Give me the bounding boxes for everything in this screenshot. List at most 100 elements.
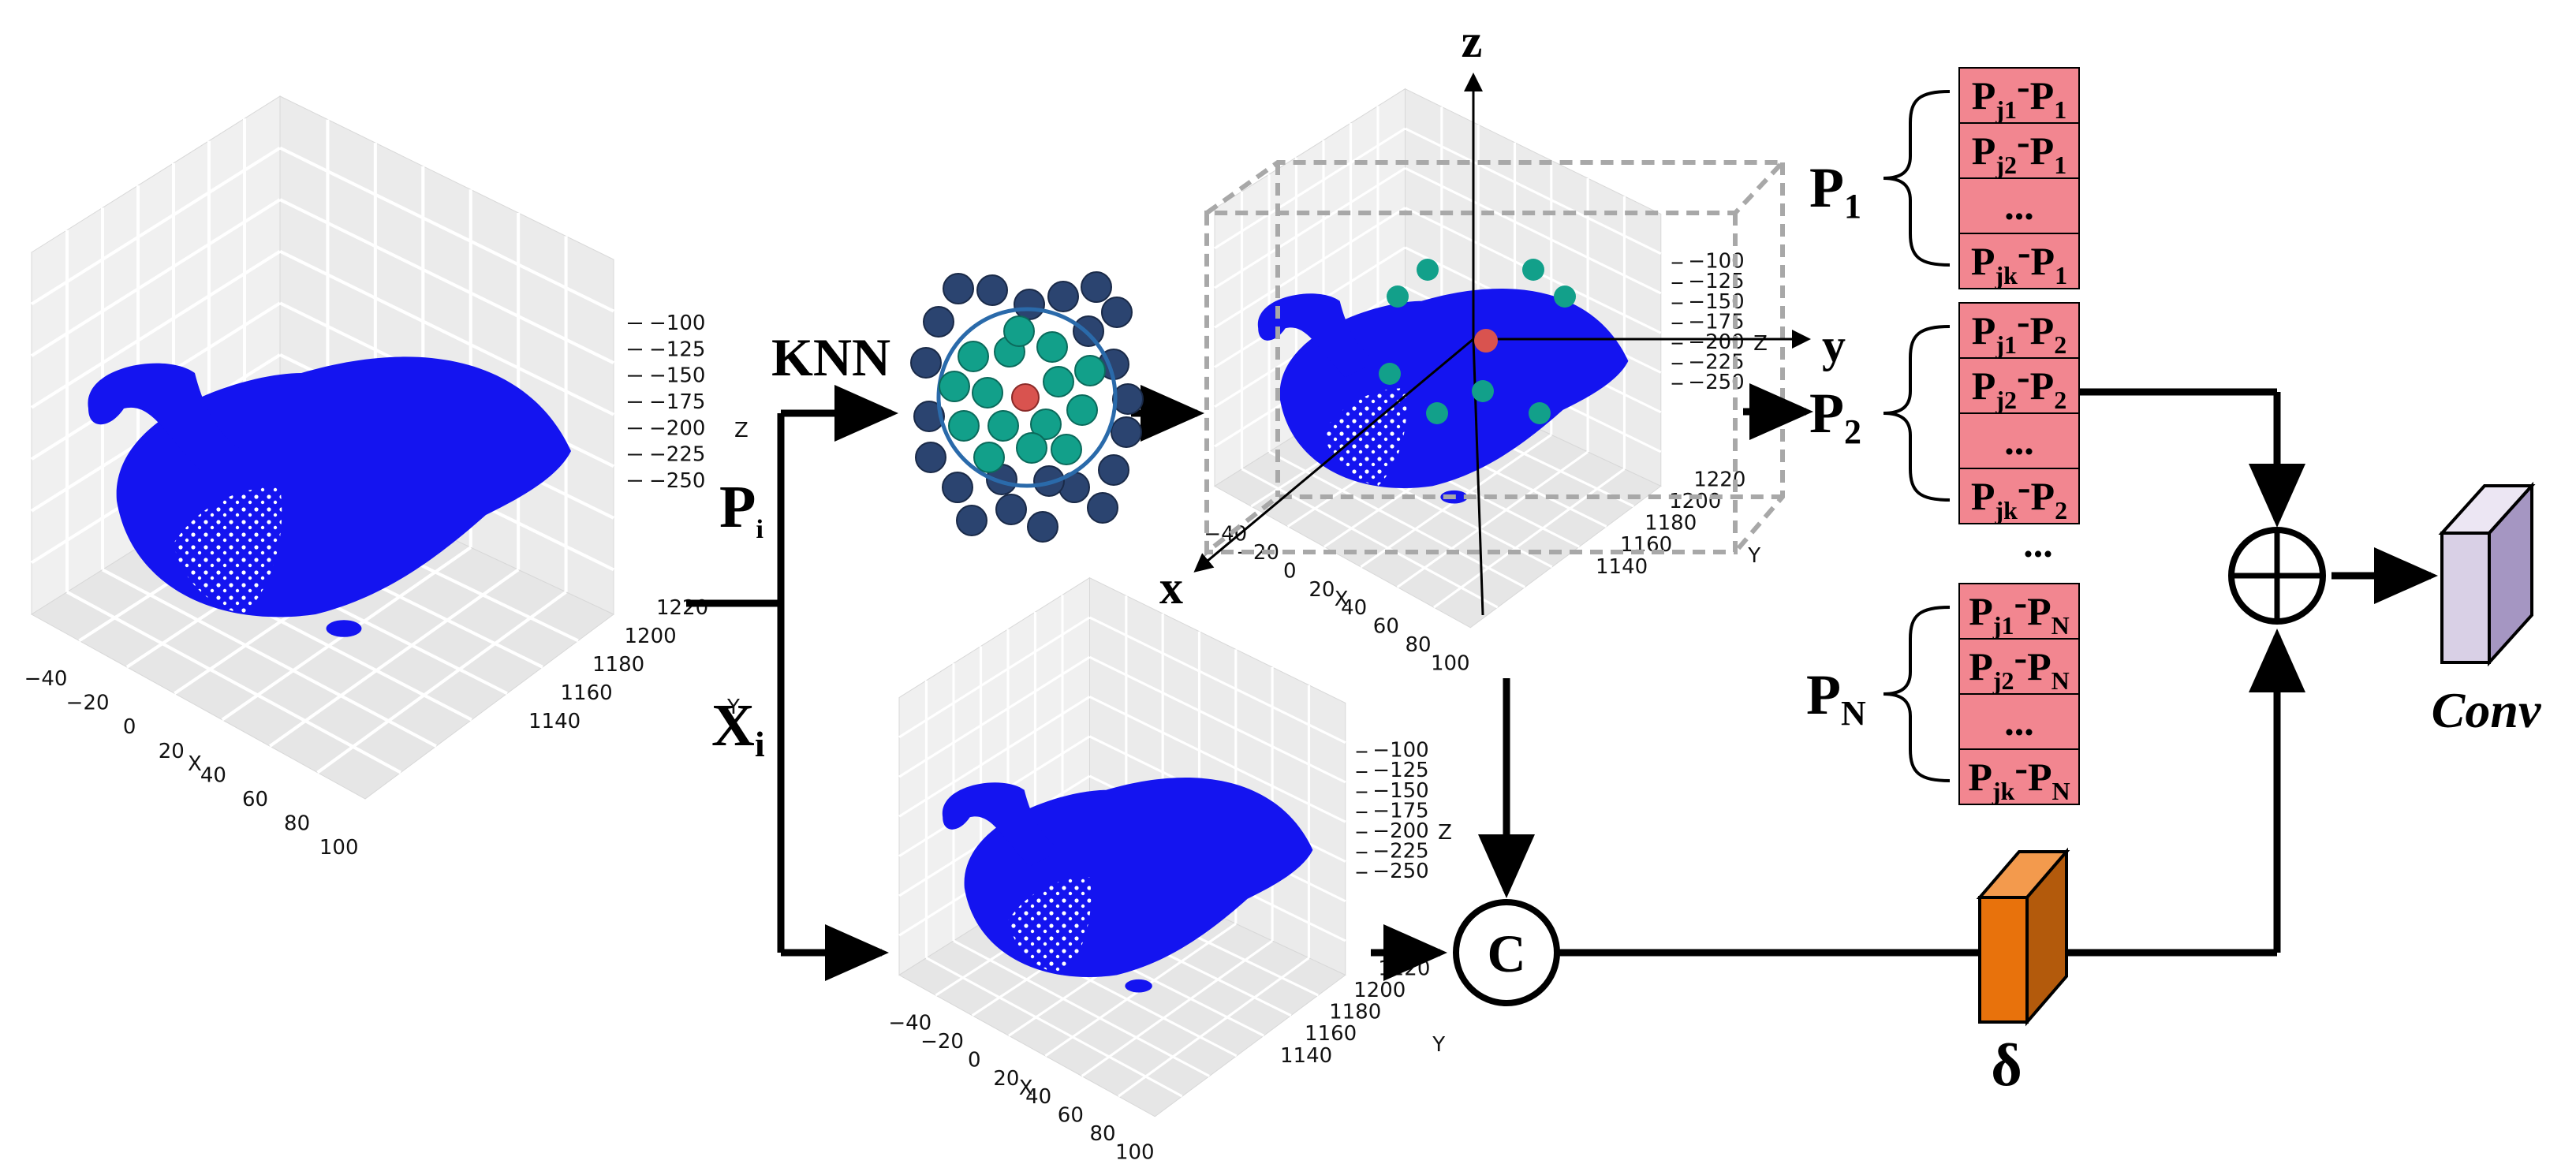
- z-tick-label: −125: [1372, 759, 1428, 782]
- neighbor-point: [1074, 355, 1106, 386]
- x-tick-label: 80: [284, 812, 310, 836]
- x-tick-label: 20: [159, 740, 185, 763]
- difference-cell: [1958, 302, 2080, 359]
- outer-point: [942, 472, 973, 503]
- delta-block: δ: [1976, 847, 2070, 1099]
- difference-cell: [1958, 122, 2080, 179]
- difference-cell: [1958, 693, 2080, 750]
- pi-label: Pi: [719, 474, 763, 544]
- point-cloud-foot: [1125, 979, 1152, 993]
- outer-point: [943, 273, 974, 304]
- difference-text: Pj2-P1: [1972, 119, 2066, 179]
- difference-text: Pjk-P1: [1971, 229, 2067, 289]
- x-tick-label: 60: [1373, 615, 1399, 639]
- neighbor-point: [948, 410, 980, 442]
- z-tick-label: −100: [1372, 739, 1428, 763]
- outer-point: [1027, 511, 1058, 543]
- svg-text:δ: δ: [1991, 1032, 2022, 1099]
- outer-point: [1112, 383, 1144, 415]
- brace: [1883, 90, 1951, 267]
- z-tick-label: −250: [1372, 860, 1428, 883]
- axis-x-label: x: [1159, 561, 1183, 614]
- x-axis-arrow: [1193, 338, 1474, 573]
- x-tick-label: 0: [123, 715, 136, 739]
- difference-cell: [1958, 67, 2080, 124]
- neighbor-point: [1043, 366, 1074, 397]
- difference-cell: [1958, 748, 2080, 805]
- y-tick-label: 1200: [1669, 490, 1721, 513]
- knn-label: KNN: [771, 327, 890, 387]
- neighbor-point: [1051, 434, 1082, 465]
- outer-point: [1101, 297, 1133, 328]
- x-tick-label: 20: [1309, 578, 1335, 602]
- point-cloud-plot-neighborhood: −100−125−150−175−200−225−250Z−40−2002040…: [1159, 15, 1846, 676]
- neighbor-point: [1472, 380, 1494, 402]
- x-tick-label: 0: [968, 1048, 981, 1072]
- difference-text: Pjk-P2: [1971, 464, 2067, 524]
- z-tick-label: −125: [649, 338, 705, 361]
- z-axis-label: Z: [734, 419, 749, 442]
- knn-radius-circle: [936, 307, 1118, 488]
- difference-text: Pj1-P2: [1972, 299, 2066, 359]
- x-tick-label: −40: [888, 1011, 931, 1035]
- y-tick-label: 1160: [1305, 1022, 1357, 1046]
- group-label: P1: [1809, 156, 1861, 226]
- outer-point: [1081, 271, 1112, 303]
- outer-point: [995, 494, 1027, 525]
- local-axes: [1193, 73, 1811, 616]
- neighbor-point: [1066, 394, 1098, 426]
- outer-point: [976, 274, 1008, 306]
- difference-cell: [1958, 583, 2080, 640]
- difference-cell: [1958, 233, 2080, 289]
- z-tick-label: −175: [649, 390, 705, 414]
- x-tick-label: −20: [66, 692, 110, 715]
- neighbor-point: [1417, 259, 1439, 281]
- sum-node: [2228, 527, 2326, 625]
- x-tick-label: 100: [1115, 1141, 1155, 1164]
- outer-point: [1111, 416, 1142, 448]
- brace: [1883, 606, 1951, 782]
- point-cloud: [942, 778, 1313, 993]
- neighborhood-cube: [1204, 160, 1788, 558]
- x-tick-label: 40: [200, 763, 226, 787]
- x-axis-label: X: [188, 752, 202, 776]
- y-tick-label: 1140: [1280, 1044, 1332, 1068]
- point-cloud-tail: [1257, 293, 1378, 378]
- axis-y-label: y: [1822, 319, 1846, 371]
- neighbor-point: [1387, 285, 1409, 308]
- outer-point: [1073, 315, 1104, 347]
- y-tick-label: 1140: [1596, 555, 1648, 579]
- z-axis-label: Z: [1438, 821, 1452, 845]
- point-cloud-sparse-region: [174, 487, 282, 614]
- z-tick-label: −200: [1372, 819, 1428, 843]
- neighbor-point: [972, 377, 1003, 409]
- y-tick-label: 1220: [1378, 957, 1430, 980]
- ellipsis-text: ...: [2004, 419, 2034, 463]
- neighbor-point: [939, 371, 970, 402]
- point-cloud-sparse-region: [1008, 877, 1092, 976]
- difference-cell: [1958, 357, 2080, 414]
- neighbor-point: [1522, 259, 1544, 281]
- outer-point: [910, 347, 942, 379]
- x-tick-label: 100: [1431, 652, 1470, 676]
- x-axis-label: X: [1335, 588, 1349, 611]
- neighbor-point: [1016, 432, 1047, 464]
- z-tick-label: −225: [649, 443, 705, 467]
- neighbor-point: [1379, 363, 1401, 385]
- x-tick-label: 20: [993, 1067, 1019, 1091]
- group-label: PN: [1806, 663, 1866, 733]
- y-tick-label: 1160: [1620, 533, 1672, 557]
- z-tick-label: −250: [649, 469, 705, 493]
- y-axis-label: Y: [1747, 544, 1760, 568]
- point-cloud-plot-input: −100−125−150−175−200−225−250Z−40−2002040…: [24, 95, 749, 860]
- flow-lines: [686, 383, 2438, 981]
